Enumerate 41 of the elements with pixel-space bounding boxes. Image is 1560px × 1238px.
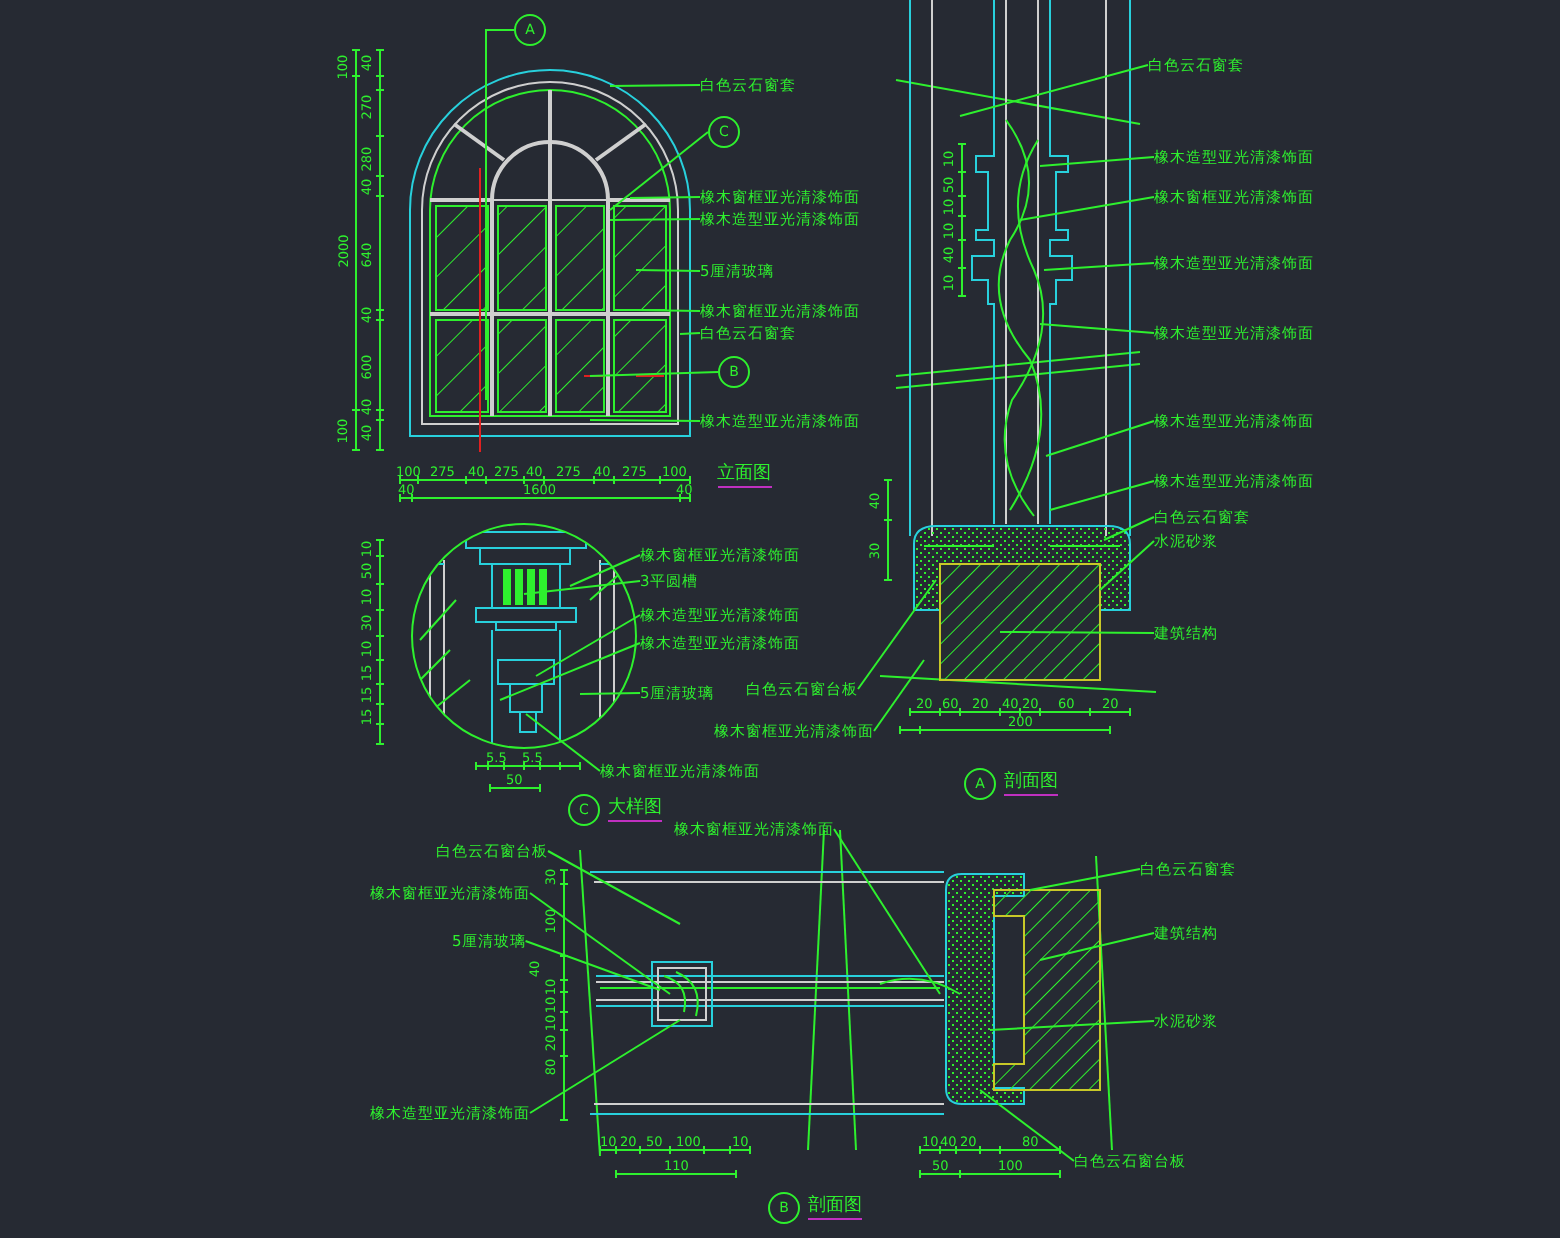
leader-line [547, 850, 681, 925]
leader-line [873, 659, 925, 732]
leader-line [569, 554, 641, 587]
leader-line [679, 332, 701, 335]
leader-line [635, 309, 701, 312]
leader-line [1099, 540, 1155, 591]
leader-line [1039, 156, 1155, 167]
leader-line [499, 642, 641, 701]
leader-line [1043, 262, 1155, 271]
leader-line [833, 828, 941, 995]
leader-line [959, 64, 1149, 117]
leader-line [535, 614, 641, 677]
view-title: 立面图 [717, 464, 771, 488]
leader-line [589, 371, 719, 377]
leader-line [629, 196, 701, 199]
leader-line [579, 692, 641, 695]
leader-line [1049, 480, 1155, 511]
leader-line [609, 131, 709, 211]
leader-line [857, 579, 937, 690]
leader-line [523, 580, 641, 595]
leader-line [989, 1020, 1155, 1031]
leader-line [485, 29, 515, 401]
leader-line [589, 419, 701, 422]
leader-line [1039, 323, 1155, 334]
leader-line [525, 713, 601, 772]
leader-line [1029, 868, 1141, 891]
view-title: 剖面图 [808, 1196, 862, 1220]
leader-line [529, 1019, 681, 1114]
leader-line [1045, 420, 1155, 457]
leader-line [979, 1089, 1075, 1162]
leader-line [999, 631, 1155, 634]
leader-line [635, 269, 701, 272]
leader-line [609, 84, 701, 87]
view-title: 剖面图 [1004, 772, 1058, 796]
leader-line [1019, 196, 1155, 221]
view-title: 大样图 [608, 798, 662, 822]
leader-line [1039, 932, 1155, 961]
leader-line [529, 892, 671, 995]
leader-line [609, 218, 701, 221]
leader-line [524, 940, 661, 991]
leader-line [1103, 516, 1155, 541]
